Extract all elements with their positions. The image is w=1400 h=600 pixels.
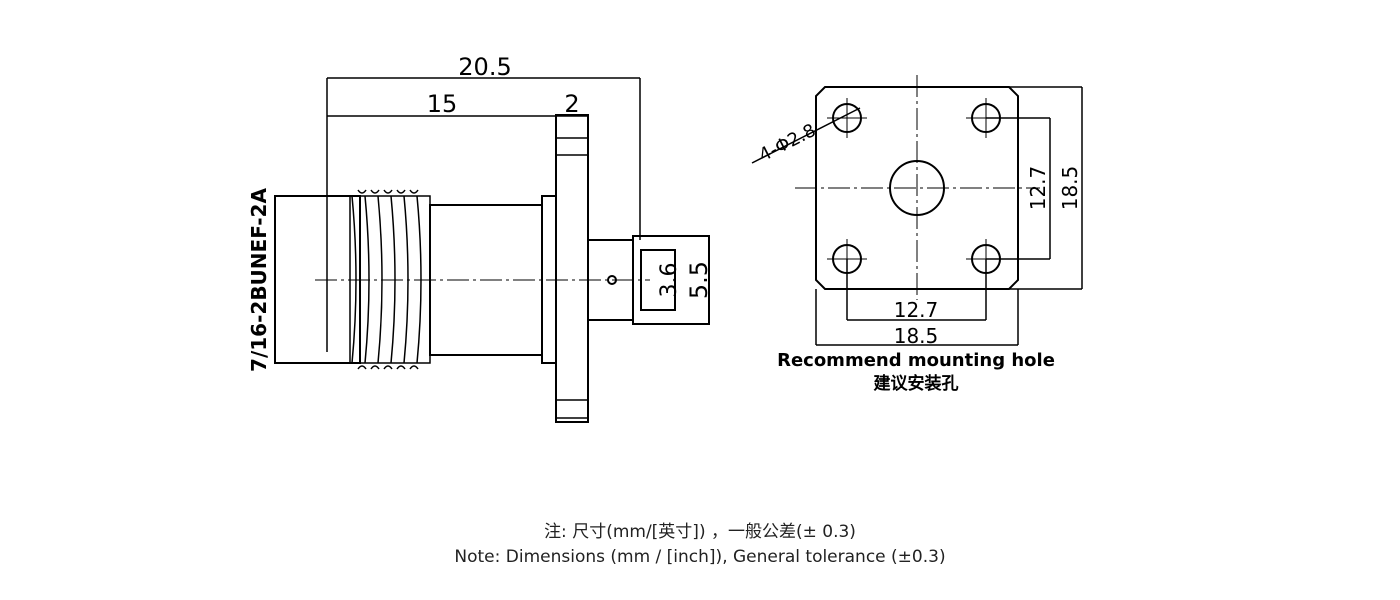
mounting-caption-en: Recommend mounting hole — [777, 350, 1055, 371]
thread-spec-label: 7/16-2BUNEF-2A — [247, 188, 271, 372]
dim-flange-size-vertical: 18.5 — [1058, 166, 1082, 211]
note-line-cn: 注: 尺寸(mm/[英寸]) ，一般公差(± 0.3) — [544, 522, 856, 542]
side-dimensions — [326, 77, 641, 352]
pin-insulator — [632, 235, 710, 325]
dim-flange-thickness: 2 — [564, 90, 579, 118]
pin-sleeve — [640, 249, 676, 311]
dim-overall-length: 20.5 — [458, 53, 511, 81]
center-pin — [607, 275, 617, 285]
dim-hole-spacing-vertical: 12.7 — [1026, 166, 1050, 211]
mounting-caption-cn: 建议安装孔 — [874, 373, 959, 394]
note-line-en: Note: Dimensions (mm / [inch]), General … — [454, 547, 946, 567]
mounting-view — [795, 75, 1040, 300]
side-view — [274, 114, 710, 423]
dim-flange-size-horizontal: 18.5 — [894, 324, 939, 348]
dim-hole-spacing-horizontal: 12.7 — [894, 298, 939, 322]
dim-insulator-diameter: 5.5 — [685, 261, 713, 299]
coupling-nut — [274, 195, 361, 364]
hole-callout-label: 4-Φ2.8 — [756, 120, 820, 166]
dim-body-length: 15 — [427, 90, 458, 118]
mount-dimensions — [751, 86, 1083, 346]
thread-section — [349, 189, 431, 370]
notes-block: 注: 尺寸(mm/[英寸]) ，一般公差(± 0.3) Note: Dimens… — [0, 520, 1400, 570]
flange — [555, 114, 589, 423]
dim-pin-diameter: 3.6 — [657, 263, 682, 298]
center-bore — [889, 160, 945, 216]
